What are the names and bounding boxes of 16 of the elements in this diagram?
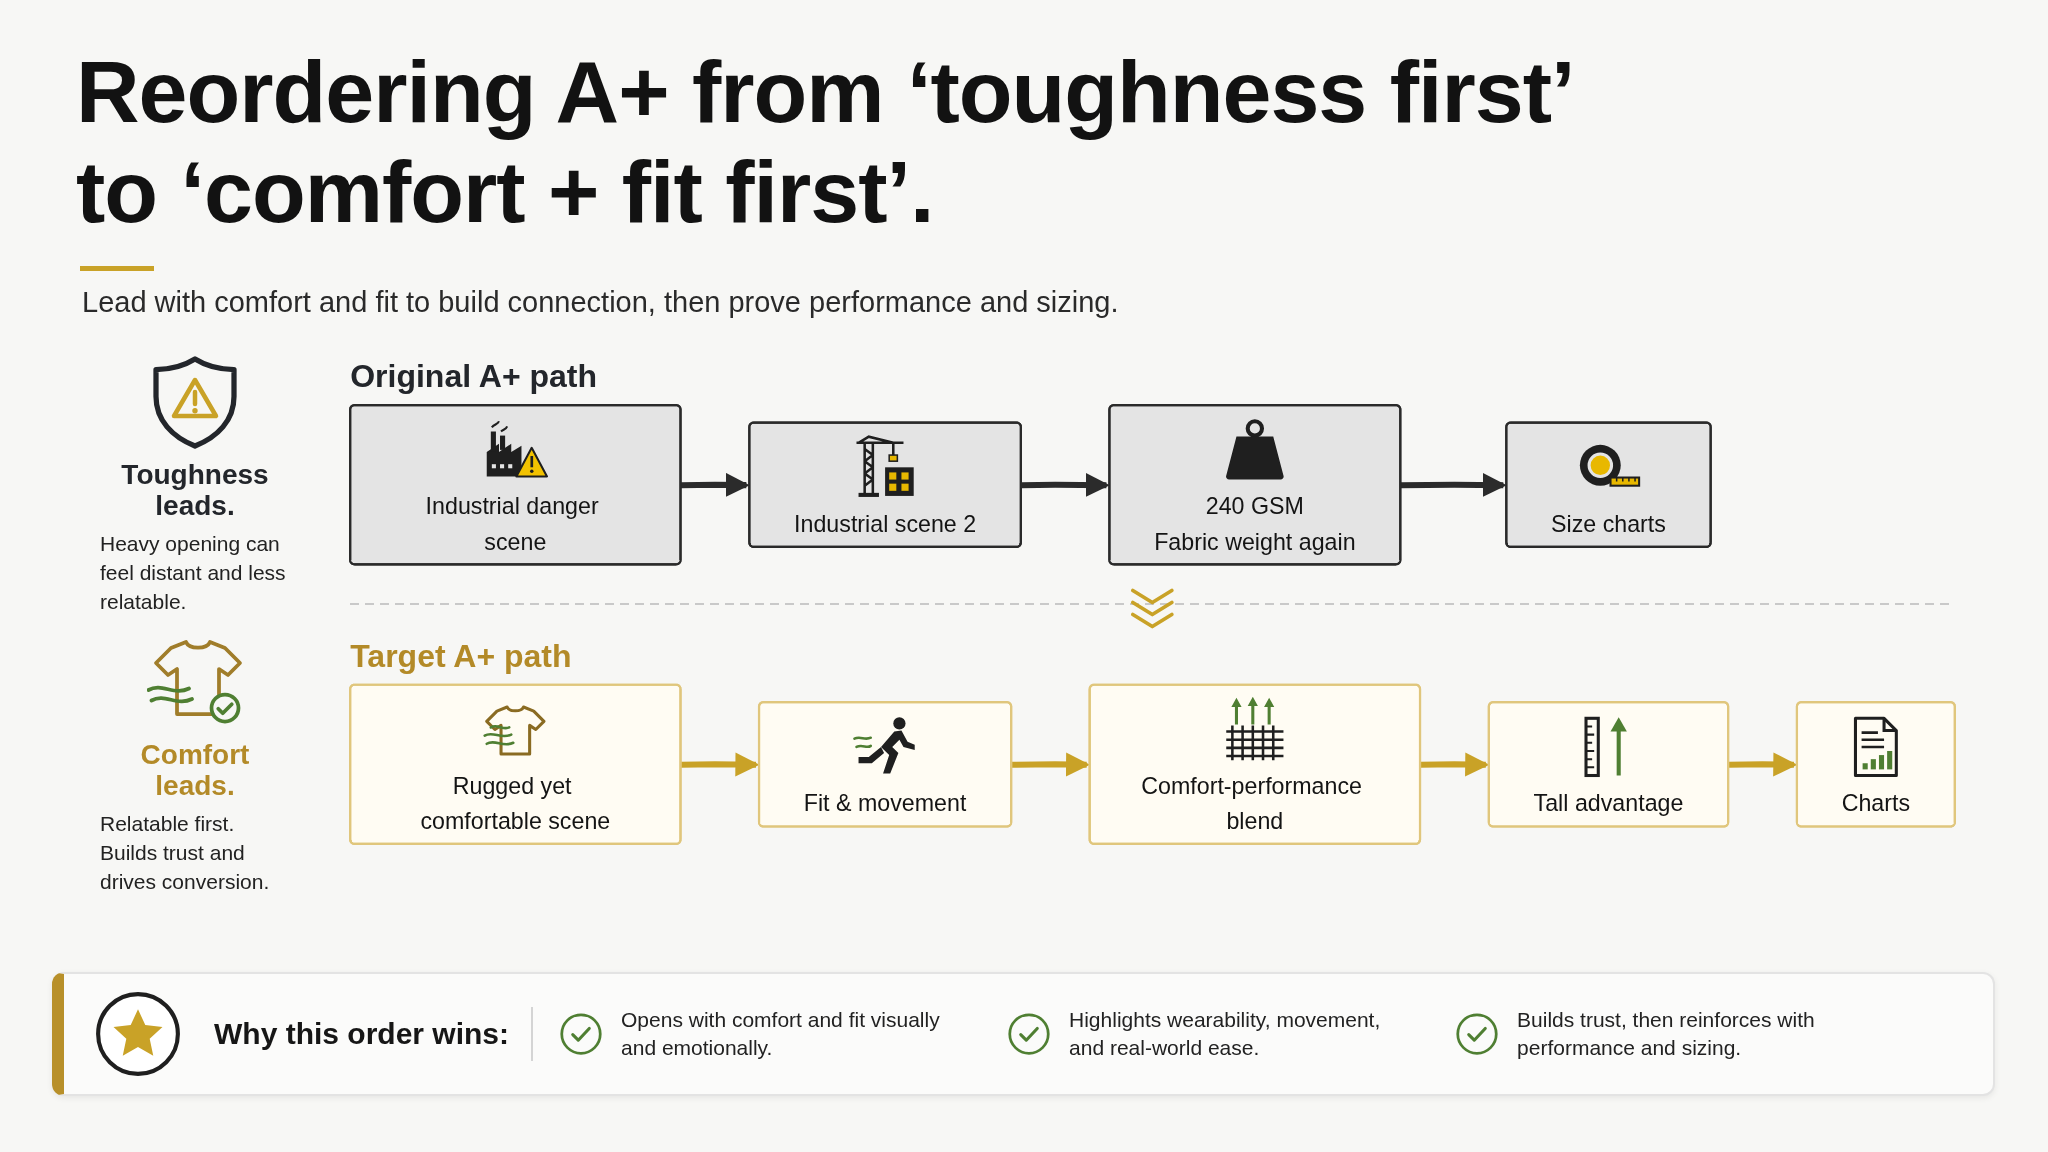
summary-point: Opens with comfort and fit visually and emotionally. — [621, 1007, 941, 1061]
subtitle: Lead with comfort and fit to build connection, then prove performance and sizing. — [82, 285, 1119, 320]
summary-point: Highlights wearability, movement, and real-world ease. — [1069, 1007, 1382, 1061]
side-heading: Toughness leads. — [120, 459, 270, 522]
side-text: Heavy opening can feel distant and less relatable. — [100, 531, 287, 616]
title: Reordering A+ from ‘toughness first’ to ‘comfort + fit first’. — [76, 42, 1571, 242]
side-text: Relatable first. Builds trust and drives conversion. — [100, 810, 271, 895]
section-heading: Target A+ path — [350, 636, 572, 675]
side-heading: Comfort leads. — [139, 738, 251, 801]
section-heading: Original A+ path — [350, 357, 597, 396]
summary-point: Builds trust, then reinforces with performance and sizing. — [1517, 1007, 1816, 1061]
arrow — [680, 752, 760, 777]
arrow — [680, 472, 750, 497]
summary-heading: Why this order wins: — [214, 1017, 510, 1051]
arrow — [1400, 472, 1507, 497]
arrow — [1021, 472, 1110, 497]
